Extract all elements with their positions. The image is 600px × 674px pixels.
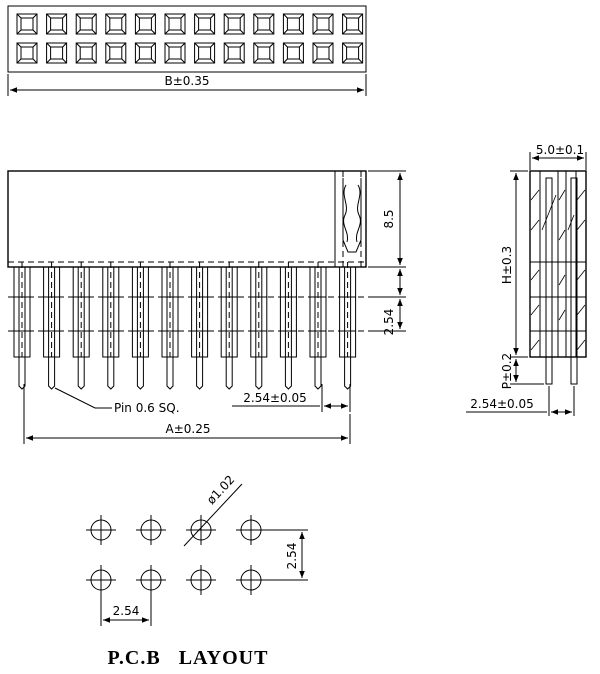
top-pad-inner (316, 17, 330, 31)
top-pad-outer (16, 42, 38, 64)
top-pad-outer (312, 42, 334, 64)
top-pad-inner (346, 17, 360, 31)
top-pad-outer (75, 42, 97, 64)
pcb-horizontal-pitch-label: 2.54 (113, 604, 140, 618)
top-pad-inner (346, 46, 360, 60)
top-view-pad-grid (16, 13, 364, 64)
top-pad-outer (223, 42, 245, 64)
side-view: 5.0±0.1 (466, 143, 587, 416)
horizontal-pitch-label: 2.54±0.05 (243, 391, 307, 405)
top-pad-inner (20, 17, 34, 31)
top-pad-outer (342, 13, 364, 35)
top-pad-inner (257, 17, 271, 31)
front-view-pin-row (13, 262, 357, 390)
length-dimension-label: A±0.25 (166, 422, 211, 436)
front-view-housing (7, 170, 367, 268)
top-pad-outer (342, 42, 364, 64)
pcb-vertical-pitch-label: 2.54 (285, 543, 299, 570)
top-pad-outer (75, 13, 97, 35)
top-pad-outer (134, 13, 156, 35)
top-pad-outer (16, 13, 38, 35)
top-pad-inner (198, 17, 212, 31)
pin-leader-line (54, 387, 112, 409)
top-pad-outer (164, 13, 186, 35)
top-pad-outer (253, 13, 275, 35)
side-h-label: H±0.3 (500, 246, 514, 284)
top-pad-inner (286, 17, 300, 31)
top-pad-outer (282, 13, 304, 35)
top-view: B±0.35 (7, 5, 367, 96)
width-dimension-label: B±0.35 (164, 74, 209, 88)
pcb-hole-grid (86, 515, 266, 595)
top-pad-outer (105, 42, 127, 64)
top-pad-inner (79, 17, 93, 31)
side-contact-left (545, 177, 553, 385)
top-pad-outer (105, 13, 127, 35)
top-pad-inner (257, 46, 271, 60)
side-contact-right (570, 177, 578, 385)
pcb-layout: ø1.02 2.54 2.54 P.C.B LAYOUT (86, 473, 308, 669)
top-pad-outer (312, 13, 334, 35)
top-pad-inner (286, 46, 300, 60)
top-pad-outer (134, 42, 156, 64)
pin-size-label: Pin 0.6 SQ. (114, 401, 180, 415)
height-dimension-label: 8.5 (382, 209, 396, 228)
top-pad-inner (79, 46, 93, 60)
hole-diameter-label: ø1.02 (204, 473, 237, 507)
top-pad-outer (223, 13, 245, 35)
top-pad-inner (50, 46, 64, 60)
top-pad-outer (46, 13, 68, 35)
top-view-body (7, 5, 367, 73)
top-pad-inner (227, 46, 241, 60)
top-pad-inner (50, 17, 64, 31)
top-pad-outer (194, 13, 216, 35)
top-pad-inner (138, 17, 152, 31)
top-pad-inner (20, 46, 34, 60)
side-width-label: 5.0±0.1 (536, 143, 584, 157)
side-pitch-label: 2.54±0.05 (470, 397, 534, 411)
pcb-layout-title: P.C.B LAYOUT (108, 647, 269, 669)
diameter-leader (183, 483, 243, 547)
top-pad-outer (164, 42, 186, 64)
top-pad-inner (198, 46, 212, 60)
contact-cutaway (342, 171, 362, 267)
top-pad-inner (109, 17, 123, 31)
top-pad-inner (316, 46, 330, 60)
top-pad-outer (194, 42, 216, 64)
top-pad-inner (138, 46, 152, 60)
front-view: 8.5 2.54 Pin 0.6 SQ. 2.54±0.05 A±0.25 (7, 170, 406, 444)
top-pad-outer (253, 42, 275, 64)
top-pad-inner (109, 46, 123, 60)
top-pad-outer (46, 42, 68, 64)
top-pad-outer (282, 42, 304, 64)
top-pad-inner (168, 46, 182, 60)
top-pad-inner (168, 17, 182, 31)
side-view-hatching (530, 189, 586, 351)
top-pad-inner (227, 17, 241, 31)
side-p-label: P±0.2 (500, 353, 514, 389)
vertical-pitch-label: 2.54 (382, 309, 396, 336)
